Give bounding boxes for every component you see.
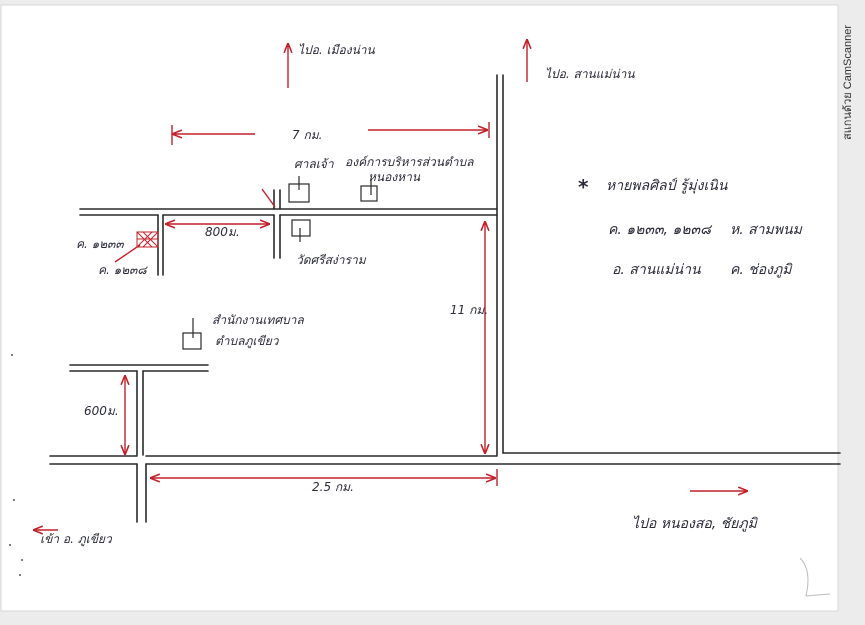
map-labels: ไปอ. เมืองน่าน ไปอ. สานแม่น่าน 7 กม. ศาล… [40,43,759,547]
distance-arrows [34,40,747,530]
stray-pen-marks [9,354,831,597]
label-distance-top: 7 กม. [292,128,322,142]
label-sao-line2: หนองหาน [368,170,421,184]
road-b-pointer [114,244,141,263]
landmarks [114,176,378,350]
municipal-office-marker [182,332,202,350]
label-sao-line1: องค์การบริหารส่วนตำบล [345,155,474,169]
junction-pointer [261,188,276,208]
label-road-b: ค. ๑๒๓๘ [98,263,148,277]
roads [49,74,841,523]
label-temple: วัดศรีสง่าราม [296,253,367,267]
notes-line2-left: อ. สานแม่น่าน [612,262,701,278]
label-to-north-left: ไปอ. เมืองน่าน [298,43,376,57]
label-to-southwest: เข้า อ. ภูเขียว [40,532,113,547]
notes-line2-right: ค. ช่องภูมิ [730,262,793,278]
route-notes: * หายพลศิลป์ รู้มุ่งเนิน ค. ๑๒๓๓, ๑๒๓๘ ห… [578,175,803,278]
notes-line1-right: ห. สามพนม [730,222,803,238]
label-distance-800: 800ม. [205,225,240,239]
label-distance-11: 11 กม. [450,303,488,317]
paper-sheet [0,4,839,612]
notes-line1-left: ค. ๑๒๓๓, ๑๒๓๘ [608,222,713,238]
notes-star: * [578,175,589,199]
scanner-watermark: สแกนด้วย CamScanner [842,25,854,140]
label-office-line2: ตำบลภูเขียว [215,334,280,349]
label-distance-600: 600ม. [84,404,119,418]
label-to-north-right: ไปอ. สานแม่น่าน [545,67,635,81]
label-distance-2-5: 2.5 กม. [312,480,354,494]
label-to-southeast: ไปอ หนองสอ, ชัยภูมิ [632,515,759,532]
temple-marker [291,219,311,237]
label-road-a: ค. ๑๒๓๓ [76,237,124,251]
label-office-line1: สำนักงานเทศบาล [212,313,304,327]
sao-office-marker [360,185,378,202]
label-shrine: ศาลเจ้า [294,157,335,171]
notes-title: หายพลศิลป์ รู้มุ่งเนิน [606,177,728,194]
